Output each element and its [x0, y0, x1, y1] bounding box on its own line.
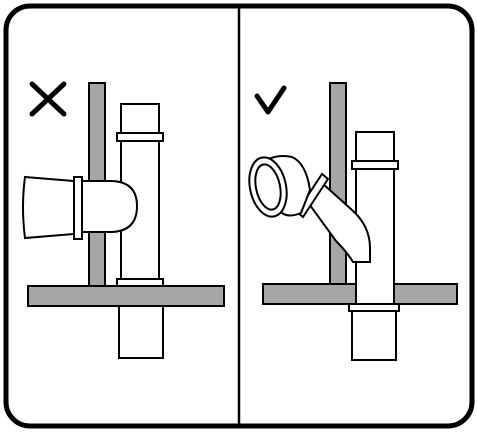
check-icon: [254, 85, 287, 115]
pipe-collar-top: [116, 132, 164, 142]
wall-stud: [329, 82, 347, 287]
pipe-collar-floor: [116, 278, 164, 287]
elbow-inlet-inner: [254, 163, 282, 211]
panel-incorrect: [22, 81, 225, 359]
cross-icon: [29, 81, 67, 117]
drain-pipe-lower: [351, 307, 397, 361]
wye-branch: [302, 181, 371, 263]
tee-socket-collar: [73, 176, 83, 240]
pipe-collar-top: [351, 160, 399, 170]
panel-correct: [248, 82, 458, 361]
pipe-collar-floor: [348, 303, 400, 312]
floor-slab: [27, 285, 225, 307]
tee-branch: [79, 180, 139, 233]
wye-socket-collar: [295, 172, 330, 219]
tee-flared-inlet: [22, 175, 75, 240]
